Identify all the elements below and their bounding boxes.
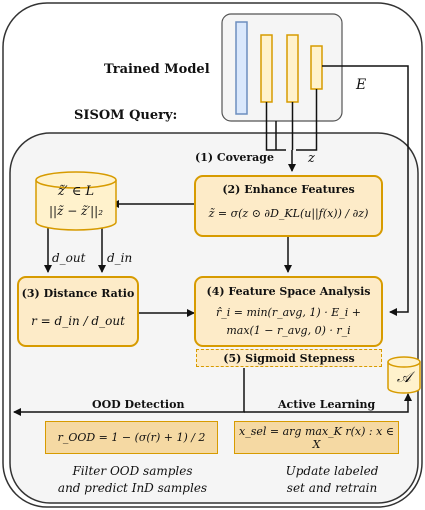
layer-input (235, 21, 248, 115)
coverage-label: (1) Coverage (195, 151, 274, 164)
labeled-set-cylinder (387, 356, 421, 394)
label-A: 𝒜 (396, 368, 412, 386)
feature-space-analysis-box: (4) Feature Space Analysis r̂_i = min(r_… (194, 276, 383, 347)
distance-ratio-title: (3) Distance Ratio (21, 287, 135, 300)
active-learning-formula-box: x_sel = arg max_K r(x) : x ∈ X (234, 421, 399, 454)
feature-space-title: (4) Feature Space Analysis (206, 285, 371, 298)
active-caption-line1: Update labeled (285, 464, 379, 478)
active-caption-line2: set and retrain (286, 481, 378, 495)
distance-ratio-formula: r = d_in / d_out (31, 314, 125, 328)
label-E: E (356, 77, 367, 93)
ood-formula-box: r_OOD = 1 − (σ(r) + 1) / 2 (45, 421, 218, 454)
active-caption: Update labeled set and retrain (262, 463, 402, 497)
label-d-in: d_in (107, 251, 133, 265)
trained-model-title: Trained Model (104, 62, 210, 77)
ood-caption-line1: Filter OOD samples (72, 464, 193, 478)
trained-model-box (221, 13, 343, 122)
feature-space-formula-line2: max(1 − r_avg, 0) · r_i (226, 324, 351, 337)
latent-database-cylinder (35, 171, 117, 231)
label-d-out: d_out (52, 251, 86, 265)
sisom-query-title: SISOM Query: (74, 108, 178, 123)
ood-caption-line2: and predict InD samples (57, 481, 208, 495)
enhance-features-formula: z̃ = σ(z ⊙ ∂D_KL(u||f(x)) / ∂z) (208, 207, 369, 220)
enhance-features-title: (2) Enhance Features (222, 183, 355, 196)
label-z: z (308, 151, 315, 166)
layer-3 (310, 45, 323, 90)
db-top-formula: z̃′ ∈ L (57, 183, 95, 199)
layer-2 (286, 34, 299, 103)
distance-ratio-box: (3) Distance Ratio r = d_in / d_out (17, 276, 139, 347)
enhance-features-box: (2) Enhance Features z̃ = σ(z ⊙ ∂D_KL(u|… (194, 175, 383, 237)
db-bottom-formula: ||z̃ − z̃′||₂ (48, 204, 104, 218)
sigmoid-stepness-box: (5) Sigmoid Stepness (196, 349, 382, 367)
layer-1 (260, 34, 273, 103)
ood-caption: Filter OOD samples and predict InD sampl… (40, 463, 225, 497)
feature-space-formula-line1: r̂_i = min(r_avg, 1) · E_i + (216, 306, 361, 319)
active-learning-label: Active Learning (278, 398, 376, 411)
ood-detection-label: OOD Detection (92, 398, 185, 411)
